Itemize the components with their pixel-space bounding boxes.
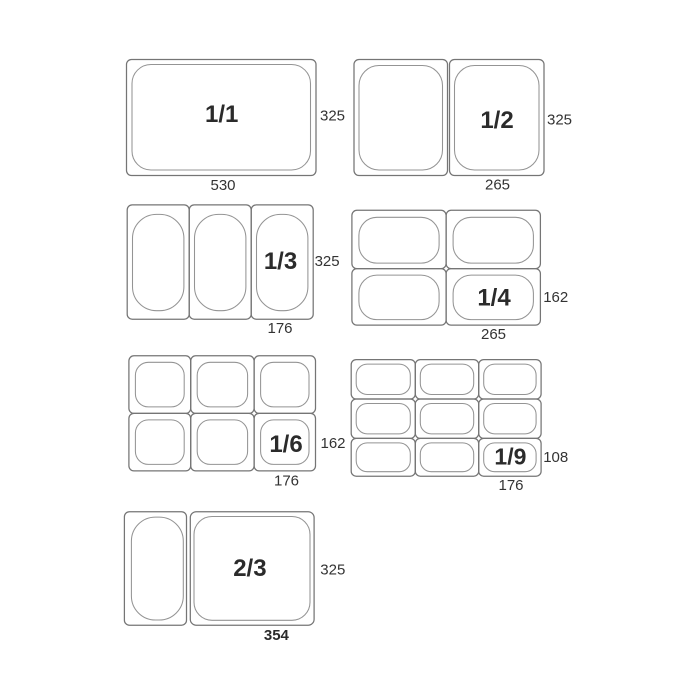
svg-text:265: 265 <box>485 177 510 194</box>
svg-text:176: 176 <box>274 473 299 490</box>
svg-text:176: 176 <box>267 320 292 337</box>
svg-text:325: 325 <box>320 561 345 578</box>
svg-text:1/4: 1/4 <box>477 284 511 311</box>
svg-text:162: 162 <box>543 289 568 306</box>
svg-text:1/2: 1/2 <box>480 107 513 134</box>
svg-text:1/3: 1/3 <box>264 248 297 275</box>
svg-text:530: 530 <box>210 177 235 194</box>
svg-text:108: 108 <box>543 449 568 466</box>
svg-text:162: 162 <box>321 435 346 452</box>
svg-text:2/3: 2/3 <box>233 555 266 582</box>
svg-text:354: 354 <box>264 627 290 644</box>
svg-text:325: 325 <box>547 111 572 128</box>
svg-text:325: 325 <box>315 253 340 270</box>
svg-text:1/1: 1/1 <box>205 101 238 128</box>
svg-text:1/6: 1/6 <box>269 431 302 458</box>
svg-text:265: 265 <box>481 326 506 343</box>
svg-text:1/9: 1/9 <box>494 443 526 469</box>
svg-text:176: 176 <box>498 477 523 494</box>
svg-text:325: 325 <box>320 108 345 125</box>
